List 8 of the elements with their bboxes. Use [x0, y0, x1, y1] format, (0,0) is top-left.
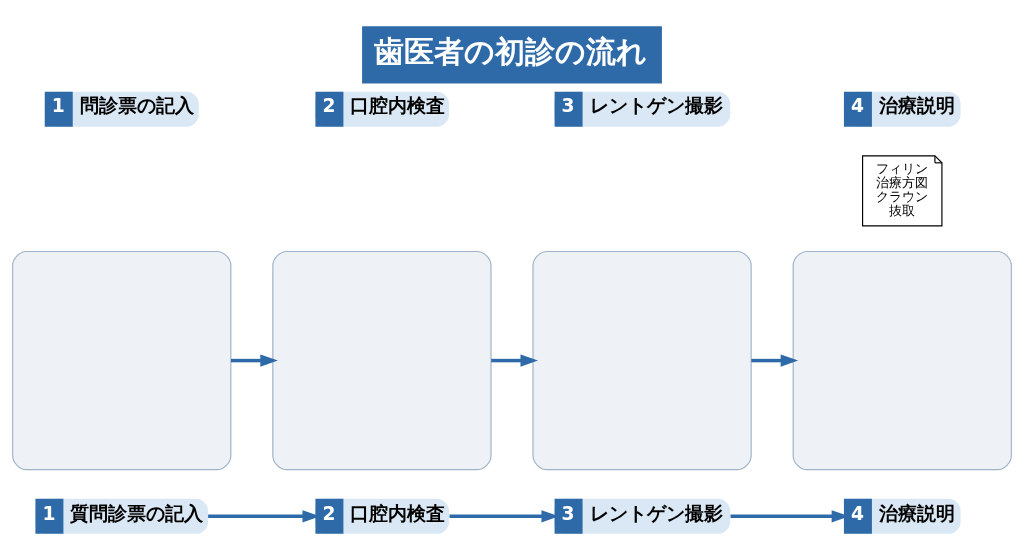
- diagram-title: 歯医者の初診の流れ: [374, 33, 648, 69]
- node-box: [532, 250, 752, 471]
- arrow: [231, 354, 278, 367]
- node-box: [12, 250, 232, 471]
- arrow: [751, 354, 799, 367]
- node-box: [272, 250, 492, 471]
- node-box: [792, 250, 1012, 471]
- arrow: [491, 354, 539, 367]
